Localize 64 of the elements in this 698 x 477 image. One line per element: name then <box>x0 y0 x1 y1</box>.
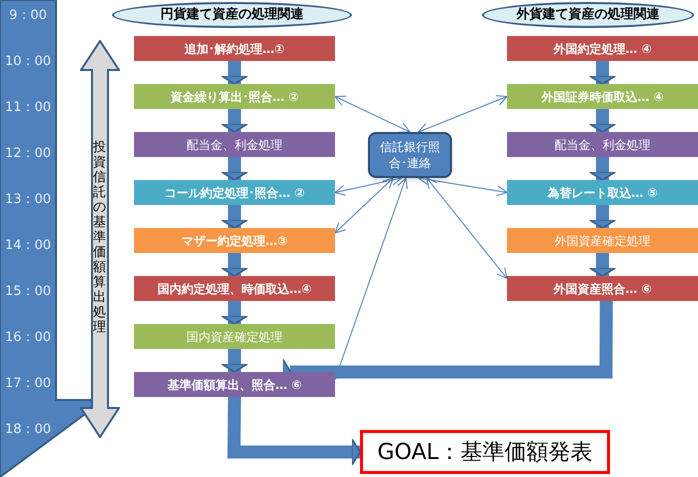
node-label: 円貨建て資産の処理関連 <box>160 6 304 24</box>
block-arrow <box>220 109 248 133</box>
time-label: 13：00 <box>4 191 52 209</box>
node-label: 外貨建て資産の処理関連 <box>516 6 660 24</box>
node-label: 外国証券時価取込… ④ <box>541 88 664 106</box>
node-label: 外国約定処理… ④ <box>553 40 652 58</box>
block-arrow <box>588 157 616 181</box>
time-label: 18：00 <box>4 421 52 439</box>
node-label: コール約定処理･照合… ② <box>164 184 305 202</box>
block-arrow <box>227 396 361 466</box>
process-box <box>507 180 698 205</box>
block-arrow <box>220 61 248 85</box>
node-label: 信託銀行照合･連絡 <box>379 139 441 171</box>
time-label: 14：00 <box>4 237 52 255</box>
connector-arrow <box>334 178 394 234</box>
process-box <box>134 84 335 109</box>
time-label: 11：00 <box>4 99 52 117</box>
node-label: GOAL：基準価額発表 <box>377 438 593 466</box>
node-label: 国内約定処理、時価取込…④ <box>157 280 312 298</box>
rounded-box <box>368 132 452 178</box>
node-label: 資金繰り算出･照合… ② <box>170 88 299 106</box>
goal-box <box>360 430 610 474</box>
node-label: 外国資産確定処理 <box>554 232 650 250</box>
block-arrow <box>220 349 248 373</box>
process-box <box>134 276 335 301</box>
process-box <box>507 276 698 301</box>
process-box <box>507 228 698 253</box>
time-label: 12：00 <box>4 145 52 163</box>
process-box <box>134 180 335 205</box>
block-arrow <box>588 61 616 85</box>
node-label: マザー約定処理…③ <box>181 232 288 250</box>
double-arrow <box>80 40 120 438</box>
node-label: 投資信託の基準価額算出処理 <box>93 140 106 335</box>
process-box <box>507 84 698 109</box>
process-box <box>134 36 335 61</box>
block-arrow <box>220 301 248 325</box>
process-box <box>134 132 335 157</box>
time-label: 10：00 <box>4 53 52 71</box>
block-arrow <box>588 109 616 133</box>
block-arrow <box>220 157 248 181</box>
node-label: 為替レート取込… ⑤ <box>547 184 658 202</box>
connector-arrow <box>334 96 410 133</box>
node-label: 基準価額算出、照合… ⑥ <box>167 376 302 394</box>
process-box <box>507 36 698 61</box>
process-box <box>507 132 698 157</box>
time-label: 17：00 <box>4 375 52 393</box>
time-label: 16：00 <box>4 329 52 347</box>
block-arrow <box>588 205 616 229</box>
node-label: 配当金、利金処理 <box>186 136 282 154</box>
connector-arrow <box>333 178 408 380</box>
connector-arrow <box>418 95 508 134</box>
block-arrow <box>220 253 248 277</box>
process-box <box>134 324 335 349</box>
node-label: 国内資産確定処理 <box>186 328 282 346</box>
node-label: 配当金、利金処理 <box>554 136 650 154</box>
process-box <box>134 372 335 397</box>
process-box <box>134 228 335 253</box>
block-arrow <box>588 253 616 277</box>
node-label: 外国資産照合… ⑥ <box>553 280 652 298</box>
block-arrow <box>220 205 248 229</box>
time-label: 9：00 <box>8 7 48 25</box>
time-label: 15：00 <box>4 283 52 301</box>
connector-arrow <box>426 178 508 279</box>
node-label: 追加･解約処理…① <box>184 40 285 58</box>
